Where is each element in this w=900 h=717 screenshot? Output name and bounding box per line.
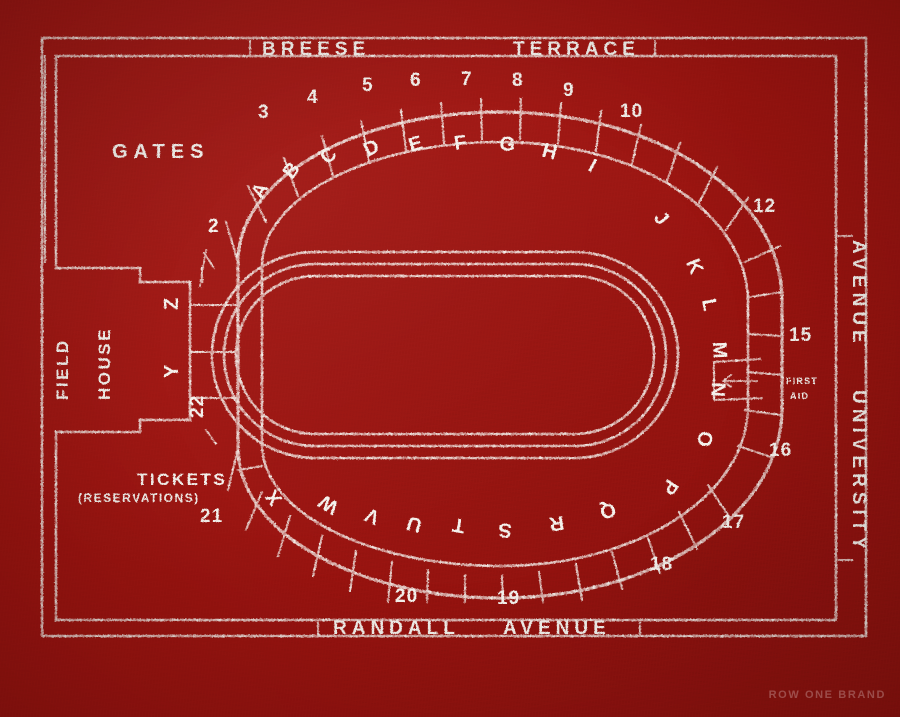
section-label-z: Z [161, 298, 183, 310]
south-seating-sections [226, 446, 732, 604]
field-house-label-line1: FIELD [53, 338, 72, 400]
section-label-x: X [261, 485, 287, 510]
gate-number-20: 20 [395, 586, 418, 607]
east-seating-sections [712, 244, 785, 459]
section-label-l: L [697, 297, 721, 313]
gate-number-15: 15 [789, 325, 812, 346]
section-label-c: C [316, 143, 341, 169]
section-label-k: K [681, 256, 707, 278]
gate-number-16: 16 [769, 440, 792, 461]
section-label-f: F [453, 132, 468, 155]
street-label-breese: BREESE [262, 39, 370, 60]
north-seating-sections [224, 97, 750, 264]
gate-number-22: 22 [187, 395, 208, 418]
street-label-randall: RANDALL [333, 618, 460, 639]
street-label-avenue-bottom: AVENUE [503, 618, 611, 639]
gate-number-8: 8 [512, 70, 524, 91]
section-label-j: J [649, 207, 673, 230]
playing-field [234, 274, 656, 436]
section-label-n: N [706, 382, 729, 398]
gate-number-9: 9 [563, 80, 575, 101]
gate-number-4: 4 [307, 87, 319, 108]
gate-number-2: 2 [208, 216, 220, 237]
gates-label: GATES [112, 141, 209, 163]
gate-number-6: 6 [410, 70, 422, 91]
section-label-h: H [540, 140, 560, 165]
section-label-y: Y [161, 364, 183, 378]
gate-number-18: 18 [650, 554, 673, 575]
section-label-q: Q [597, 497, 619, 523]
section-label-u: U [404, 511, 424, 536]
section-label-t: T [451, 513, 467, 537]
stadium-bowl-outline [236, 110, 784, 600]
street-label-terrace: TERRACE [513, 39, 640, 60]
street-label-university: UNIVERSITY [848, 390, 869, 554]
field-house-label-line2: HOUSE [95, 327, 114, 400]
section-label-i: I [585, 155, 600, 177]
running-track [210, 250, 680, 460]
gate-number-3: 3 [258, 102, 270, 123]
gate-number-21: 21 [200, 506, 223, 527]
gate-number-12: 12 [753, 196, 776, 217]
section-label-p: P [657, 475, 683, 498]
section-label-a: A [247, 179, 273, 202]
section-label-d: D [360, 135, 383, 161]
tickets-label: TICKETS [137, 470, 227, 489]
gate-number-10: 10 [620, 101, 643, 122]
section-label-w: W [315, 490, 343, 519]
section-label-o: O [692, 429, 717, 449]
gate-number-5: 5 [362, 75, 374, 96]
section-label-m: M [708, 341, 731, 358]
gate-number-19: 19 [497, 588, 520, 609]
section-label-r: R [547, 511, 565, 535]
first-aid-label-line2: AID [790, 391, 809, 401]
section-label-v: V [361, 503, 383, 529]
street-label-avenue-right: AVENUE [848, 240, 869, 348]
gate-number-17: 17 [722, 512, 745, 533]
reservations-label: (RESERVATIONS) [78, 491, 200, 505]
section-label-s: S [498, 519, 512, 541]
gate-number-7: 7 [461, 69, 473, 90]
section-label-e: E [406, 132, 425, 157]
watermark-row-one-brand: ROW ONE BRAND [768, 689, 886, 701]
street-bands [248, 39, 854, 636]
first-aid-label-line1: FIRST [786, 376, 818, 386]
gate-ticks [202, 251, 218, 446]
section-label-g: G [499, 133, 516, 156]
map-border [40, 36, 868, 638]
